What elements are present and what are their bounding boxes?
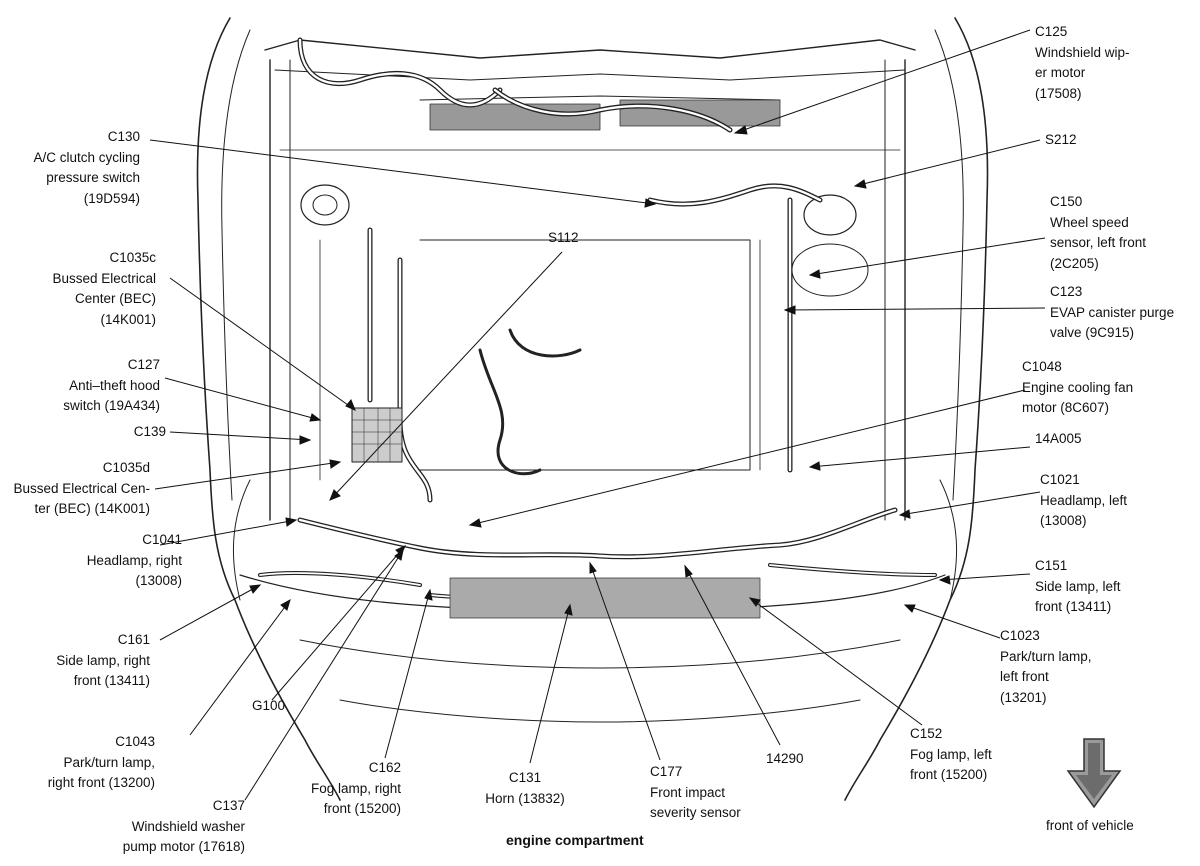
callout-c139: C139 bbox=[133, 424, 166, 439]
down-arrow-icon bbox=[1066, 738, 1122, 809]
callout-14290: 14290 bbox=[766, 751, 804, 766]
callout-14a005: 14A005 bbox=[1035, 431, 1082, 446]
callout-g100: G100 bbox=[251, 698, 285, 713]
diagram-caption: engine compartment bbox=[506, 832, 644, 848]
front-of-vehicle-label: front of vehicle bbox=[1046, 818, 1134, 833]
callout-s212: S212 bbox=[1045, 132, 1077, 147]
callout-s112: S112 bbox=[548, 230, 579, 245]
